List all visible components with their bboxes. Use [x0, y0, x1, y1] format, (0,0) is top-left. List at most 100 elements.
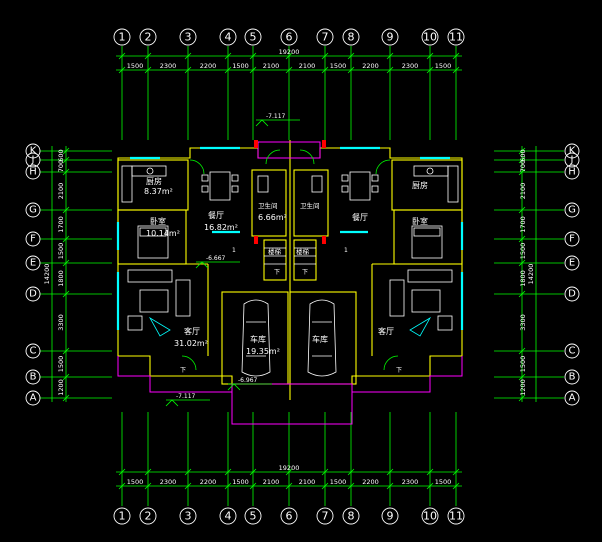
dining-table-right — [341, 171, 379, 201]
elevation-mark-garage: -6.967 — [227, 377, 272, 391]
dimension-value: 1500 — [330, 62, 347, 70]
dimension-tick — [518, 156, 526, 164]
dimension-tick — [144, 52, 152, 60]
column-bubble — [139, 28, 157, 46]
dimension-tick — [426, 52, 434, 60]
column-bubble — [342, 507, 360, 525]
door-swing — [181, 355, 197, 371]
row-bubble — [25, 231, 41, 247]
row-label: G — [29, 205, 37, 216]
row-bubble — [564, 369, 580, 385]
row-bubble — [25, 164, 41, 180]
column-bubble — [179, 507, 197, 525]
dimension-tick — [518, 206, 526, 214]
column-label: 10 — [423, 510, 437, 523]
dimension-tick — [118, 52, 126, 60]
dimension-value: 2100 — [519, 183, 527, 200]
column-bubble — [421, 507, 439, 525]
column-label: 3 — [185, 510, 192, 523]
bedroom-right-name: 卧室 — [412, 216, 428, 226]
column-bubble — [280, 507, 298, 525]
car-left — [241, 299, 271, 377]
dimension-value: 600 — [519, 149, 527, 161]
row-bubble — [564, 255, 580, 271]
column-label: 6 — [286, 31, 293, 44]
dimension-tick — [249, 66, 257, 74]
row-bubble — [25, 343, 41, 359]
column-bubble — [421, 28, 439, 46]
dimension-tick — [285, 482, 293, 490]
living-left-area: 31.02m² — [174, 339, 208, 348]
car-right — [307, 299, 337, 377]
porch-left — [117, 356, 232, 393]
total-dimension: 19200 — [279, 48, 300, 56]
total-dimension: 14200 — [527, 264, 535, 285]
dimension-tick — [347, 66, 355, 74]
column-label: 9 — [387, 31, 394, 44]
dimension-tick — [426, 66, 434, 74]
row-bubble — [564, 390, 580, 406]
entry-steps — [257, 141, 321, 159]
dimension-tick — [224, 482, 232, 490]
living-right-name: 客厅 — [378, 326, 394, 336]
dimension-tick — [518, 394, 526, 402]
column-label: 3 — [185, 31, 192, 44]
row-label: A — [569, 393, 576, 404]
dimension-tick — [62, 206, 70, 214]
dimension-tick — [452, 66, 460, 74]
dimension-value: 1500 — [57, 243, 65, 260]
dimension-tick — [62, 168, 70, 176]
column-bubble — [219, 28, 237, 46]
dimension-value: 3300 — [57, 314, 65, 331]
dimension-tick — [321, 482, 329, 490]
row-bubble — [25, 143, 41, 159]
svg-text:-6.967: -6.967 — [238, 377, 258, 384]
column-bubble — [139, 507, 157, 525]
dimension-tick — [426, 468, 434, 476]
dimension-value: 1500 — [435, 478, 452, 486]
row-bubble — [564, 202, 580, 218]
dimension-value: 2100 — [263, 478, 280, 486]
dimension-value: 600 — [57, 149, 65, 161]
row-bubble — [25, 202, 41, 218]
dimension-value: 1500 — [519, 243, 527, 260]
dimension-tick — [249, 468, 257, 476]
dimension-value: 1700 — [57, 216, 65, 233]
column-bubble — [381, 507, 399, 525]
dimension-tick — [62, 259, 70, 267]
column-bubble — [447, 507, 465, 525]
column-label: 7 — [322, 31, 329, 44]
elevation-mark-mid: -6.667 — [195, 255, 240, 269]
svg-text:-7.117: -7.117 — [176, 393, 196, 400]
column-label: 5 — [250, 31, 257, 44]
row-bubble — [564, 286, 580, 302]
dimension-value: 2300 — [160, 62, 177, 70]
row-label: C — [569, 346, 576, 357]
column-label: 4 — [225, 510, 232, 523]
dimension-tick — [184, 468, 192, 476]
column-bubble — [179, 28, 197, 46]
dimension-value: 1500 — [330, 478, 347, 486]
dimension-tick — [321, 468, 329, 476]
dimension-tick — [249, 482, 257, 490]
dimension-tick — [118, 66, 126, 74]
bedroom-left-area: 10.14m² — [146, 229, 180, 238]
dimension-tick — [518, 259, 526, 267]
kitchen-right-name: 厨房 — [412, 180, 428, 190]
row-bubble — [564, 343, 580, 359]
dimension-tick — [62, 290, 70, 298]
entry-marker — [254, 140, 258, 148]
column-label: 1 — [119, 31, 126, 44]
row-label: D — [568, 289, 576, 300]
dimension-tick — [285, 66, 293, 74]
kitchen-right-counter — [413, 165, 459, 203]
dimension-tick — [386, 468, 394, 476]
column-label: 5 — [250, 510, 257, 523]
row-label: G — [568, 205, 576, 216]
column-bubble — [280, 28, 298, 46]
bath-right-name: 卫生间 — [300, 201, 320, 210]
row-bubble — [25, 390, 41, 406]
dimension-value: 2100 — [299, 478, 316, 486]
dimension-tick — [224, 66, 232, 74]
column-bubble — [381, 28, 399, 46]
